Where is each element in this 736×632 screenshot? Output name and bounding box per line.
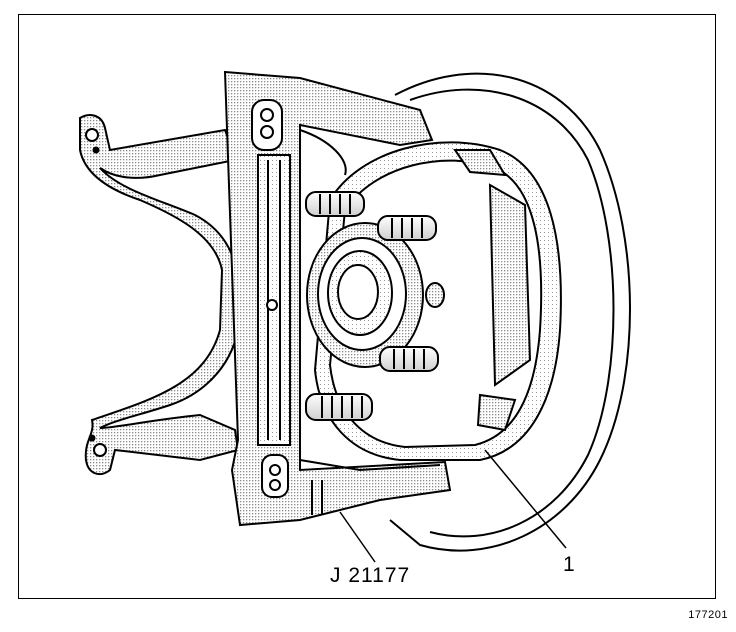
wheel-stud-2 (377, 215, 437, 241)
wheel-stud-3 (379, 346, 439, 372)
tool-callout-label: J 21177 (330, 564, 411, 587)
part-number-callout: 1 (563, 553, 576, 576)
steering-knuckle (79, 114, 240, 476)
leader-line-part (484, 449, 567, 549)
figure-frame (18, 14, 716, 599)
leader-lines (339, 449, 567, 563)
wheel-stud-4 (305, 393, 373, 421)
wheel-studs (305, 191, 439, 421)
wheel-hub-center (306, 222, 445, 368)
leader-line-tool (339, 511, 376, 563)
tool-bracket (223, 70, 452, 527)
figure-id: 177201 (688, 609, 728, 621)
wheel-stud-1 (305, 191, 365, 217)
